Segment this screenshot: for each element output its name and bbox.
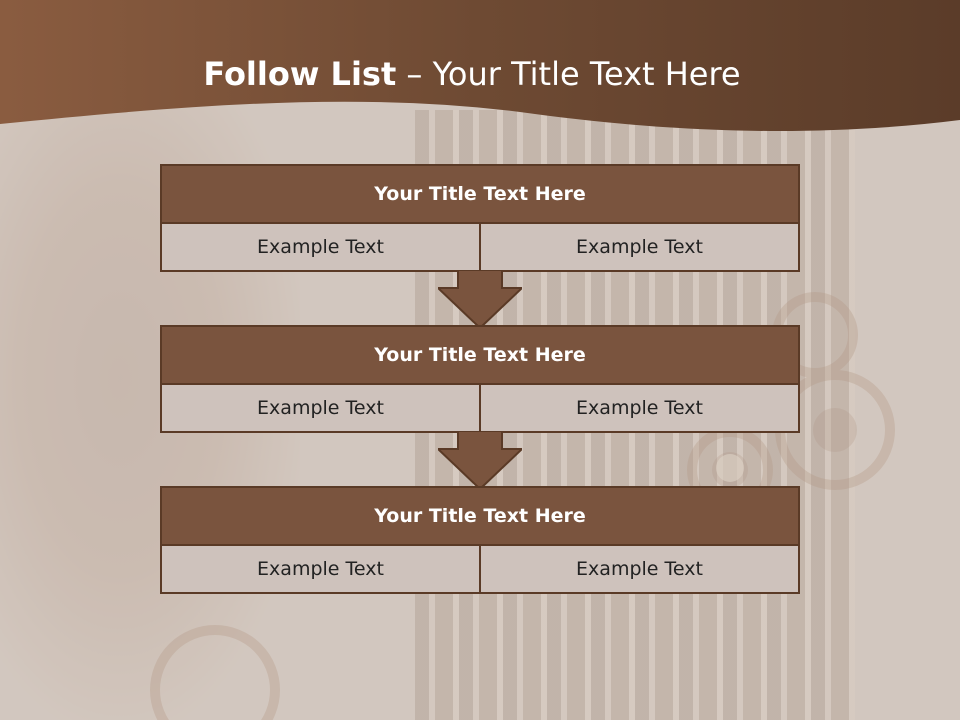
- down-arrow-1: [438, 270, 522, 328]
- slide-title-rest: – Your Title Text Here: [396, 55, 741, 93]
- step-3-right-text: Example Text: [479, 546, 798, 592]
- step-3-left-text: Example Text: [162, 546, 479, 592]
- header-band: [0, 0, 960, 132]
- step-2-right-text: Example Text: [479, 385, 798, 431]
- slide-title: Follow List – Your Title Text Here: [0, 55, 944, 93]
- step-title-1: Your Title Text Here: [162, 166, 798, 224]
- step-title-3: Your Title Text Here: [162, 488, 798, 546]
- step-box-3: Your Title Text Here Example Text Exampl…: [160, 486, 800, 594]
- step-box-1: Your Title Text Here Example Text Exampl…: [160, 164, 800, 272]
- slide-title-bold: Follow List: [203, 55, 397, 93]
- down-arrow-2: [438, 431, 522, 489]
- step-1-left-text: Example Text: [162, 224, 479, 270]
- step-title-2: Your Title Text Here: [162, 327, 798, 385]
- step-1-right-text: Example Text: [479, 224, 798, 270]
- step-2-left-text: Example Text: [162, 385, 479, 431]
- step-box-2: Your Title Text Here Example Text Exampl…: [160, 325, 800, 433]
